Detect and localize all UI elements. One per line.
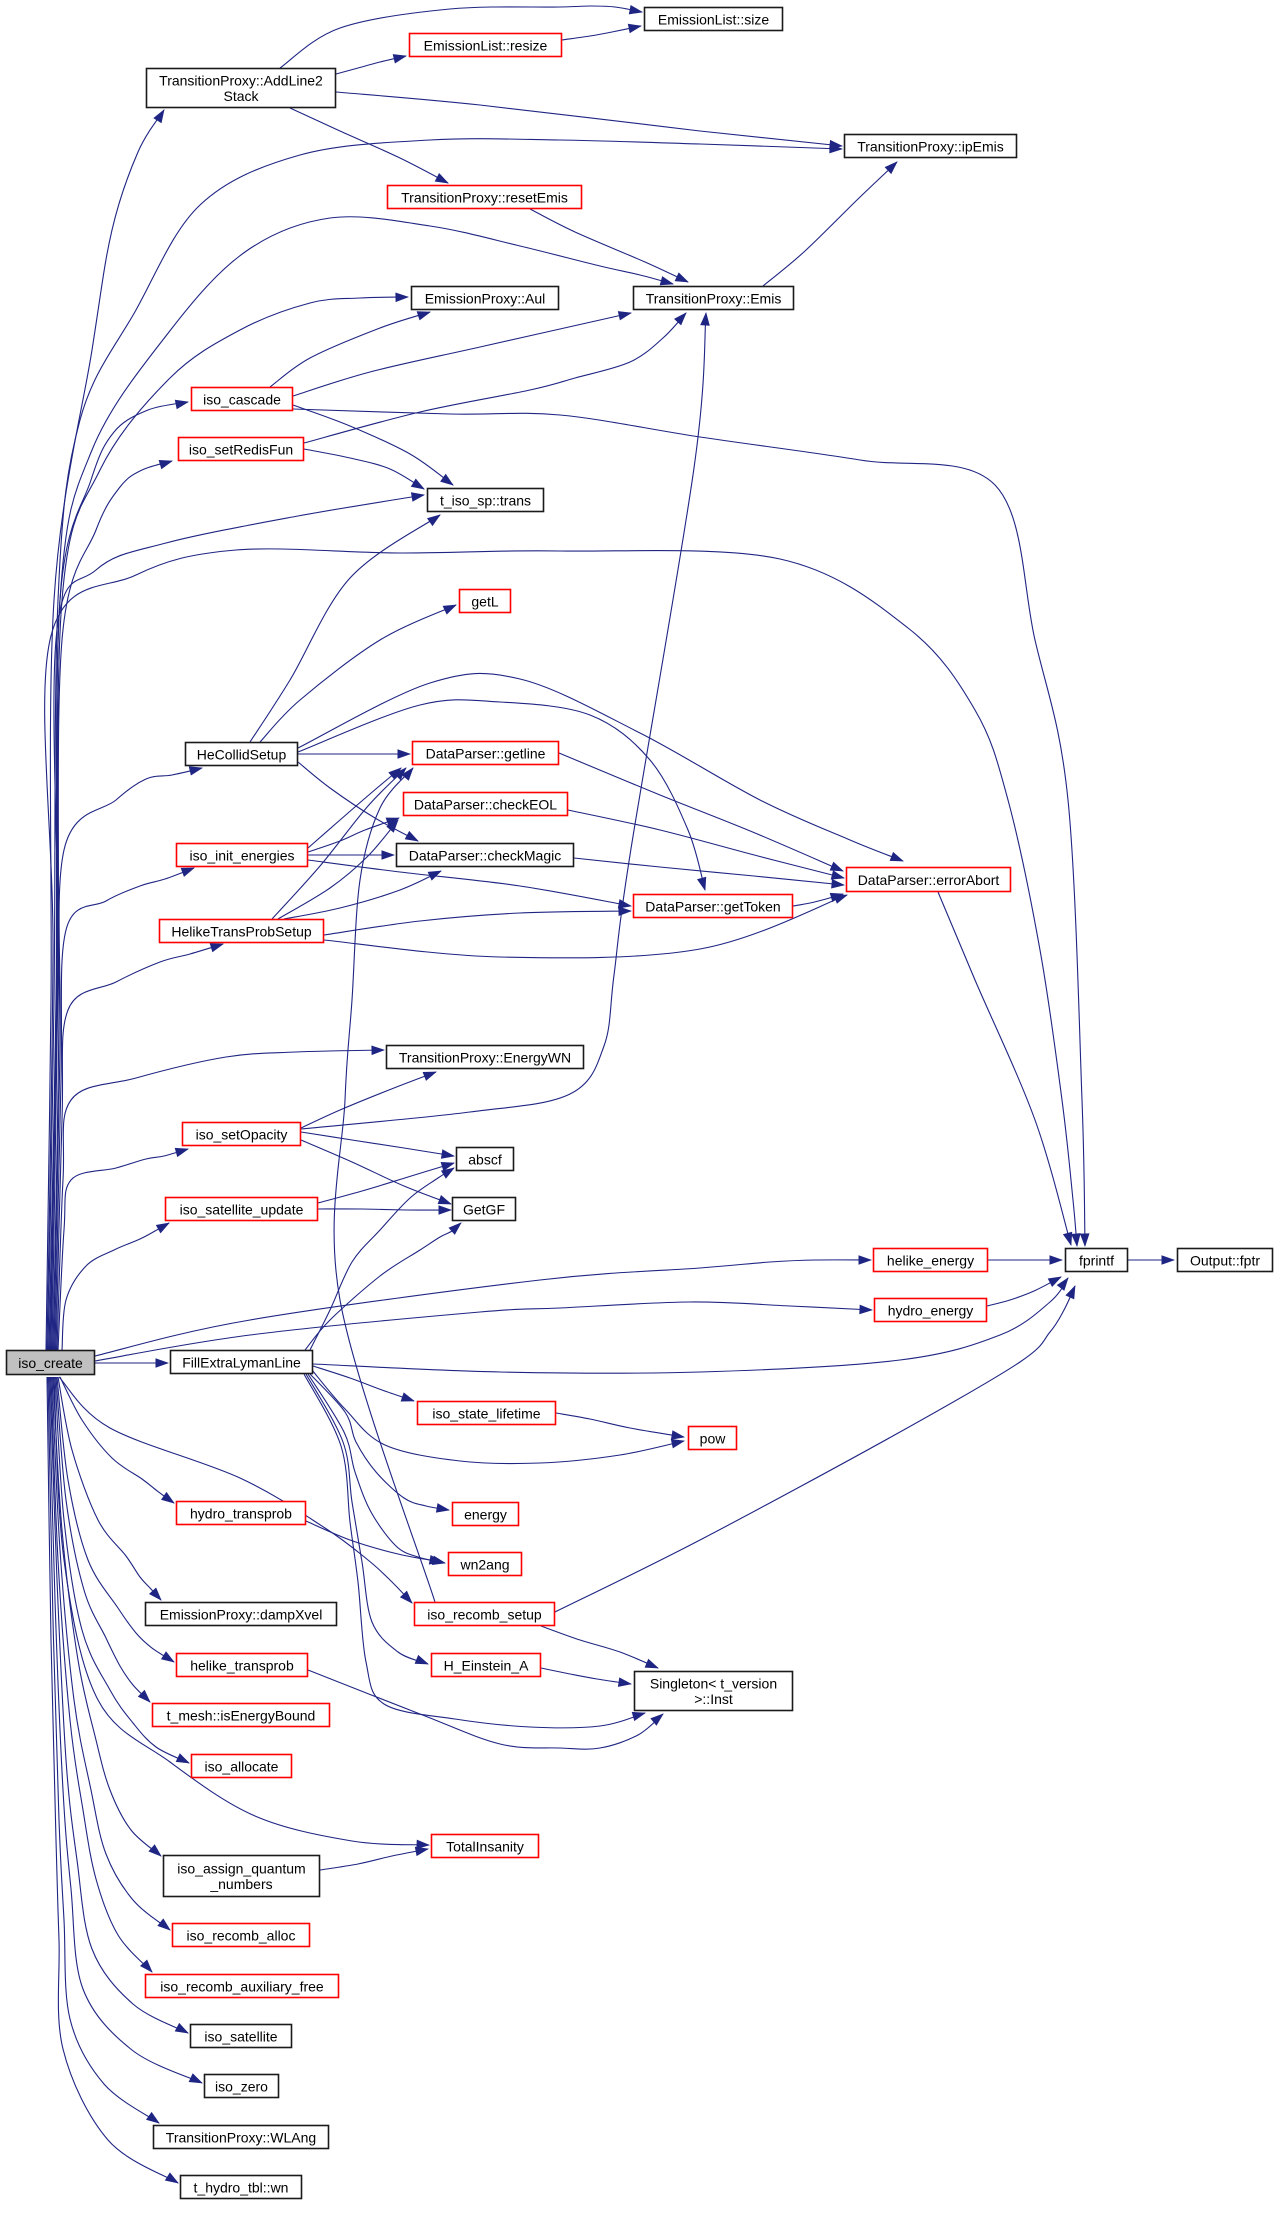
svg-text:EmissionProxy::dampXvel: EmissionProxy::dampXvel [160, 1606, 323, 1622]
svg-text:iso_recomb_auxiliary_free: iso_recomb_auxiliary_free [160, 1978, 324, 1994]
svg-text:TransitionProxy::resetEmis: TransitionProxy::resetEmis [401, 189, 568, 205]
svg-text:TransitionProxy::EnergyWN: TransitionProxy::EnergyWN [399, 1049, 571, 1065]
svg-text:TotalInsanity: TotalInsanity [446, 1838, 524, 1854]
svg-text:t_mesh::isEnergyBound: t_mesh::isEnergyBound [167, 1707, 316, 1723]
svg-text:EmissionList::size: EmissionList::size [658, 11, 769, 27]
svg-text:iso_zero: iso_zero [215, 2078, 268, 2094]
svg-text:abscf: abscf [468, 1151, 502, 1167]
svg-text:fprintf: fprintf [1079, 1252, 1114, 1268]
svg-text:t_iso_sp::trans: t_iso_sp::trans [440, 492, 531, 508]
svg-text:iso_setOpacity: iso_setOpacity [196, 1126, 288, 1142]
svg-text:iso_satellite_update: iso_satellite_update [180, 1201, 304, 1217]
svg-text:EmissionList::resize: EmissionList::resize [424, 37, 548, 53]
svg-text:DataParser::checkMagic: DataParser::checkMagic [409, 847, 562, 863]
svg-text:t_hydro_tbl::wn: t_hydro_tbl::wn [194, 2179, 289, 2195]
svg-text:hydro_transprob: hydro_transprob [190, 1505, 292, 1521]
svg-text:iso_cascade: iso_cascade [203, 391, 281, 407]
svg-text:HeCollidSetup: HeCollidSetup [197, 746, 287, 762]
svg-text:Singleton< t_version: Singleton< t_version [650, 1676, 777, 1692]
svg-text:TransitionProxy::ipEmis: TransitionProxy::ipEmis [857, 138, 1004, 154]
svg-text:helike_transprob: helike_transprob [190, 1657, 294, 1673]
svg-text:DataParser::getline: DataParser::getline [426, 745, 546, 761]
svg-text:iso_state_lifetime: iso_state_lifetime [432, 1405, 540, 1421]
svg-text:FillExtraLymanLine: FillExtraLymanLine [182, 1354, 301, 1370]
svg-text:helike_energy: helike_energy [887, 1252, 974, 1268]
svg-text:wn2ang: wn2ang [459, 1556, 509, 1572]
svg-text:iso_satellite: iso_satellite [204, 2028, 277, 2044]
svg-text:iso_assign_quantum: iso_assign_quantum [177, 1861, 305, 1877]
svg-text:TransitionProxy::AddLine2: TransitionProxy::AddLine2 [159, 73, 323, 89]
svg-text:EmissionProxy::Aul: EmissionProxy::Aul [425, 290, 546, 306]
svg-text:TransitionProxy::Emis: TransitionProxy::Emis [646, 290, 782, 306]
svg-text:pow: pow [700, 1430, 727, 1446]
svg-text:>::Inst: >::Inst [694, 1691, 733, 1707]
svg-text:iso_recomb_setup: iso_recomb_setup [427, 1606, 542, 1622]
svg-text:H_Einstein_A: H_Einstein_A [444, 1657, 529, 1673]
svg-text:DataParser::checkEOL: DataParser::checkEOL [414, 796, 557, 812]
svg-text:_numbers: _numbers [209, 1876, 272, 1892]
svg-text:hydro_energy: hydro_energy [888, 1302, 974, 1318]
svg-text:iso_init_energies: iso_init_energies [189, 847, 294, 863]
svg-text:iso_create: iso_create [18, 1355, 83, 1371]
svg-text:iso_recomb_alloc: iso_recomb_alloc [187, 1927, 296, 1943]
svg-text:HelikeTransProbSetup: HelikeTransProbSetup [171, 923, 312, 939]
svg-text:getL: getL [471, 593, 498, 609]
svg-text:Stack: Stack [223, 88, 259, 104]
svg-text:iso_allocate: iso_allocate [205, 1758, 279, 1774]
svg-text:iso_setRedisFun: iso_setRedisFun [189, 441, 293, 457]
svg-text:Output::fptr: Output::fptr [1190, 1252, 1260, 1268]
svg-text:TransitionProxy::WLAng: TransitionProxy::WLAng [166, 2129, 316, 2145]
svg-text:GetGF: GetGF [463, 1201, 505, 1217]
svg-text:DataParser::errorAbort: DataParser::errorAbort [858, 872, 1000, 888]
svg-text:DataParser::getToken: DataParser::getToken [645, 898, 780, 914]
svg-text:energy: energy [464, 1506, 507, 1522]
